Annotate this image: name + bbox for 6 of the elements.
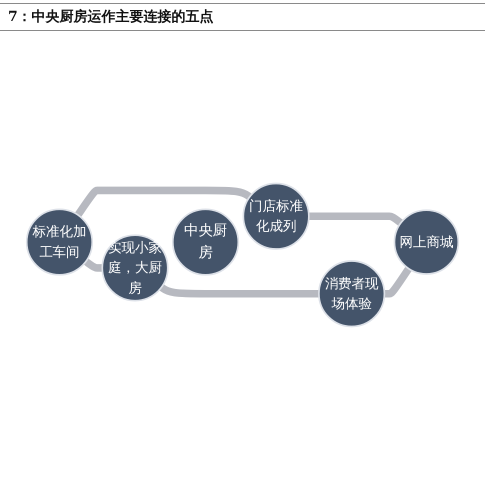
- node-circle: 中央厨房: [172, 208, 240, 276]
- figure-title: 7：中央厨房运作主要连接的五点: [0, 3, 485, 31]
- node-circle: 消费者现场体验: [318, 260, 386, 328]
- node-circle: 标准化加工车间: [26, 208, 94, 276]
- node-circle: 门店标准化成列: [242, 182, 310, 250]
- node-circle: 网上商城: [394, 209, 460, 275]
